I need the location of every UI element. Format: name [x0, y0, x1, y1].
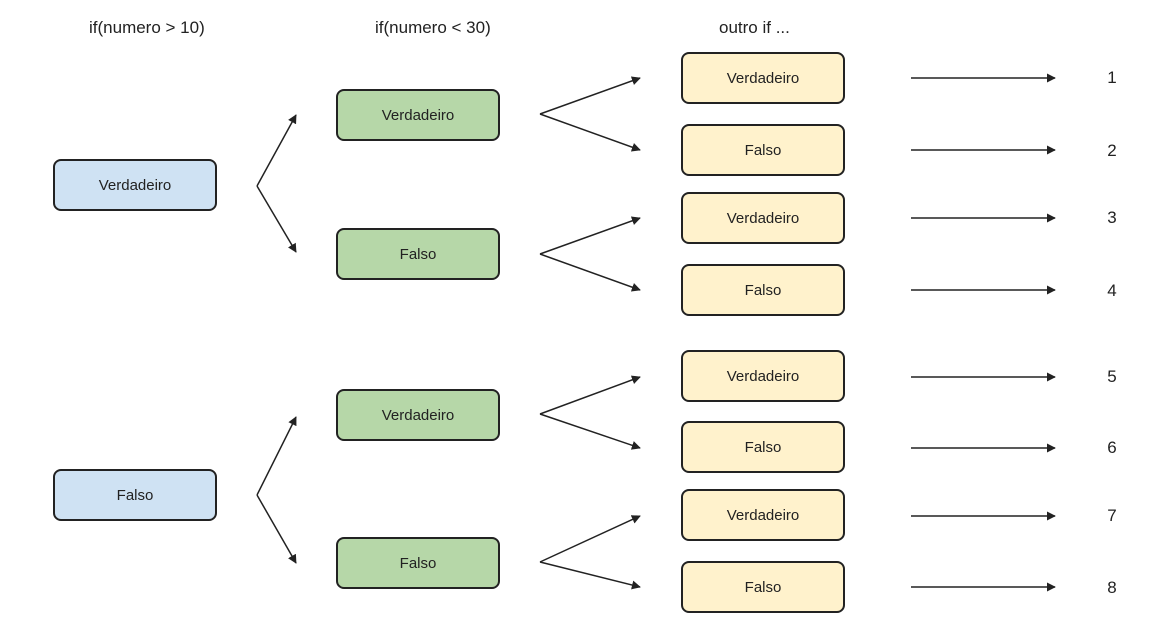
- arrow-l2d-to-8: [539, 561, 641, 590]
- node-l2-falso-a: Falso: [336, 228, 500, 280]
- node-l3-falso-2: Falso: [681, 124, 845, 176]
- node-l2-falso-b: Falso: [336, 537, 500, 589]
- arrow-l2b-to-3: [539, 216, 641, 255]
- arrow-l1v-to-l2v: [256, 114, 297, 187]
- arrow-l1f-to-l2f: [256, 494, 297, 564]
- outcome-6: 6: [1107, 438, 1117, 457]
- outcome-7: 7: [1107, 506, 1117, 525]
- arrow-l2a-to-2: [539, 113, 641, 152]
- node-l3-verdadeiro-5: Verdadeiro: [681, 350, 845, 402]
- arrow-l2c-to-6: [539, 413, 641, 450]
- node-l3-falso-6: Falso: [681, 421, 845, 473]
- arrow-l2d-to-7: [539, 515, 641, 563]
- node-l3-verdadeiro-1: Verdadeiro: [681, 52, 845, 104]
- arrow-l2c-to-5: [539, 375, 641, 415]
- node-l3-verdadeiro-7: Verdadeiro: [681, 489, 845, 541]
- header-condition-2: if(numero < 30): [375, 18, 491, 37]
- header-condition-1: if(numero > 10): [89, 18, 205, 37]
- node-l1-verdadeiro: Verdadeiro: [53, 159, 217, 211]
- node-l3-falso-8: Falso: [681, 561, 845, 613]
- arrow-l1v-to-l2f: [256, 185, 297, 253]
- arrow-l1f-to-l2v: [256, 416, 297, 496]
- arrow-l2b-to-4: [539, 253, 641, 292]
- node-l2-verdadeiro-b: Verdadeiro: [336, 389, 500, 441]
- node-l3-verdadeiro-3: Verdadeiro: [681, 192, 845, 244]
- outcome-8: 8: [1107, 578, 1117, 597]
- arrow-l2a-to-1: [539, 76, 641, 115]
- outcome-1: 1: [1107, 68, 1117, 87]
- header-condition-3: outro if ...: [719, 18, 790, 37]
- outcome-3: 3: [1107, 208, 1117, 227]
- node-l2-verdadeiro-a: Verdadeiro: [336, 89, 500, 141]
- outcome-4: 4: [1107, 281, 1117, 300]
- node-l1-falso: Falso: [53, 469, 217, 521]
- outcome-5: 5: [1107, 367, 1117, 386]
- outcome-2: 2: [1107, 141, 1117, 160]
- node-l3-falso-4: Falso: [681, 264, 845, 316]
